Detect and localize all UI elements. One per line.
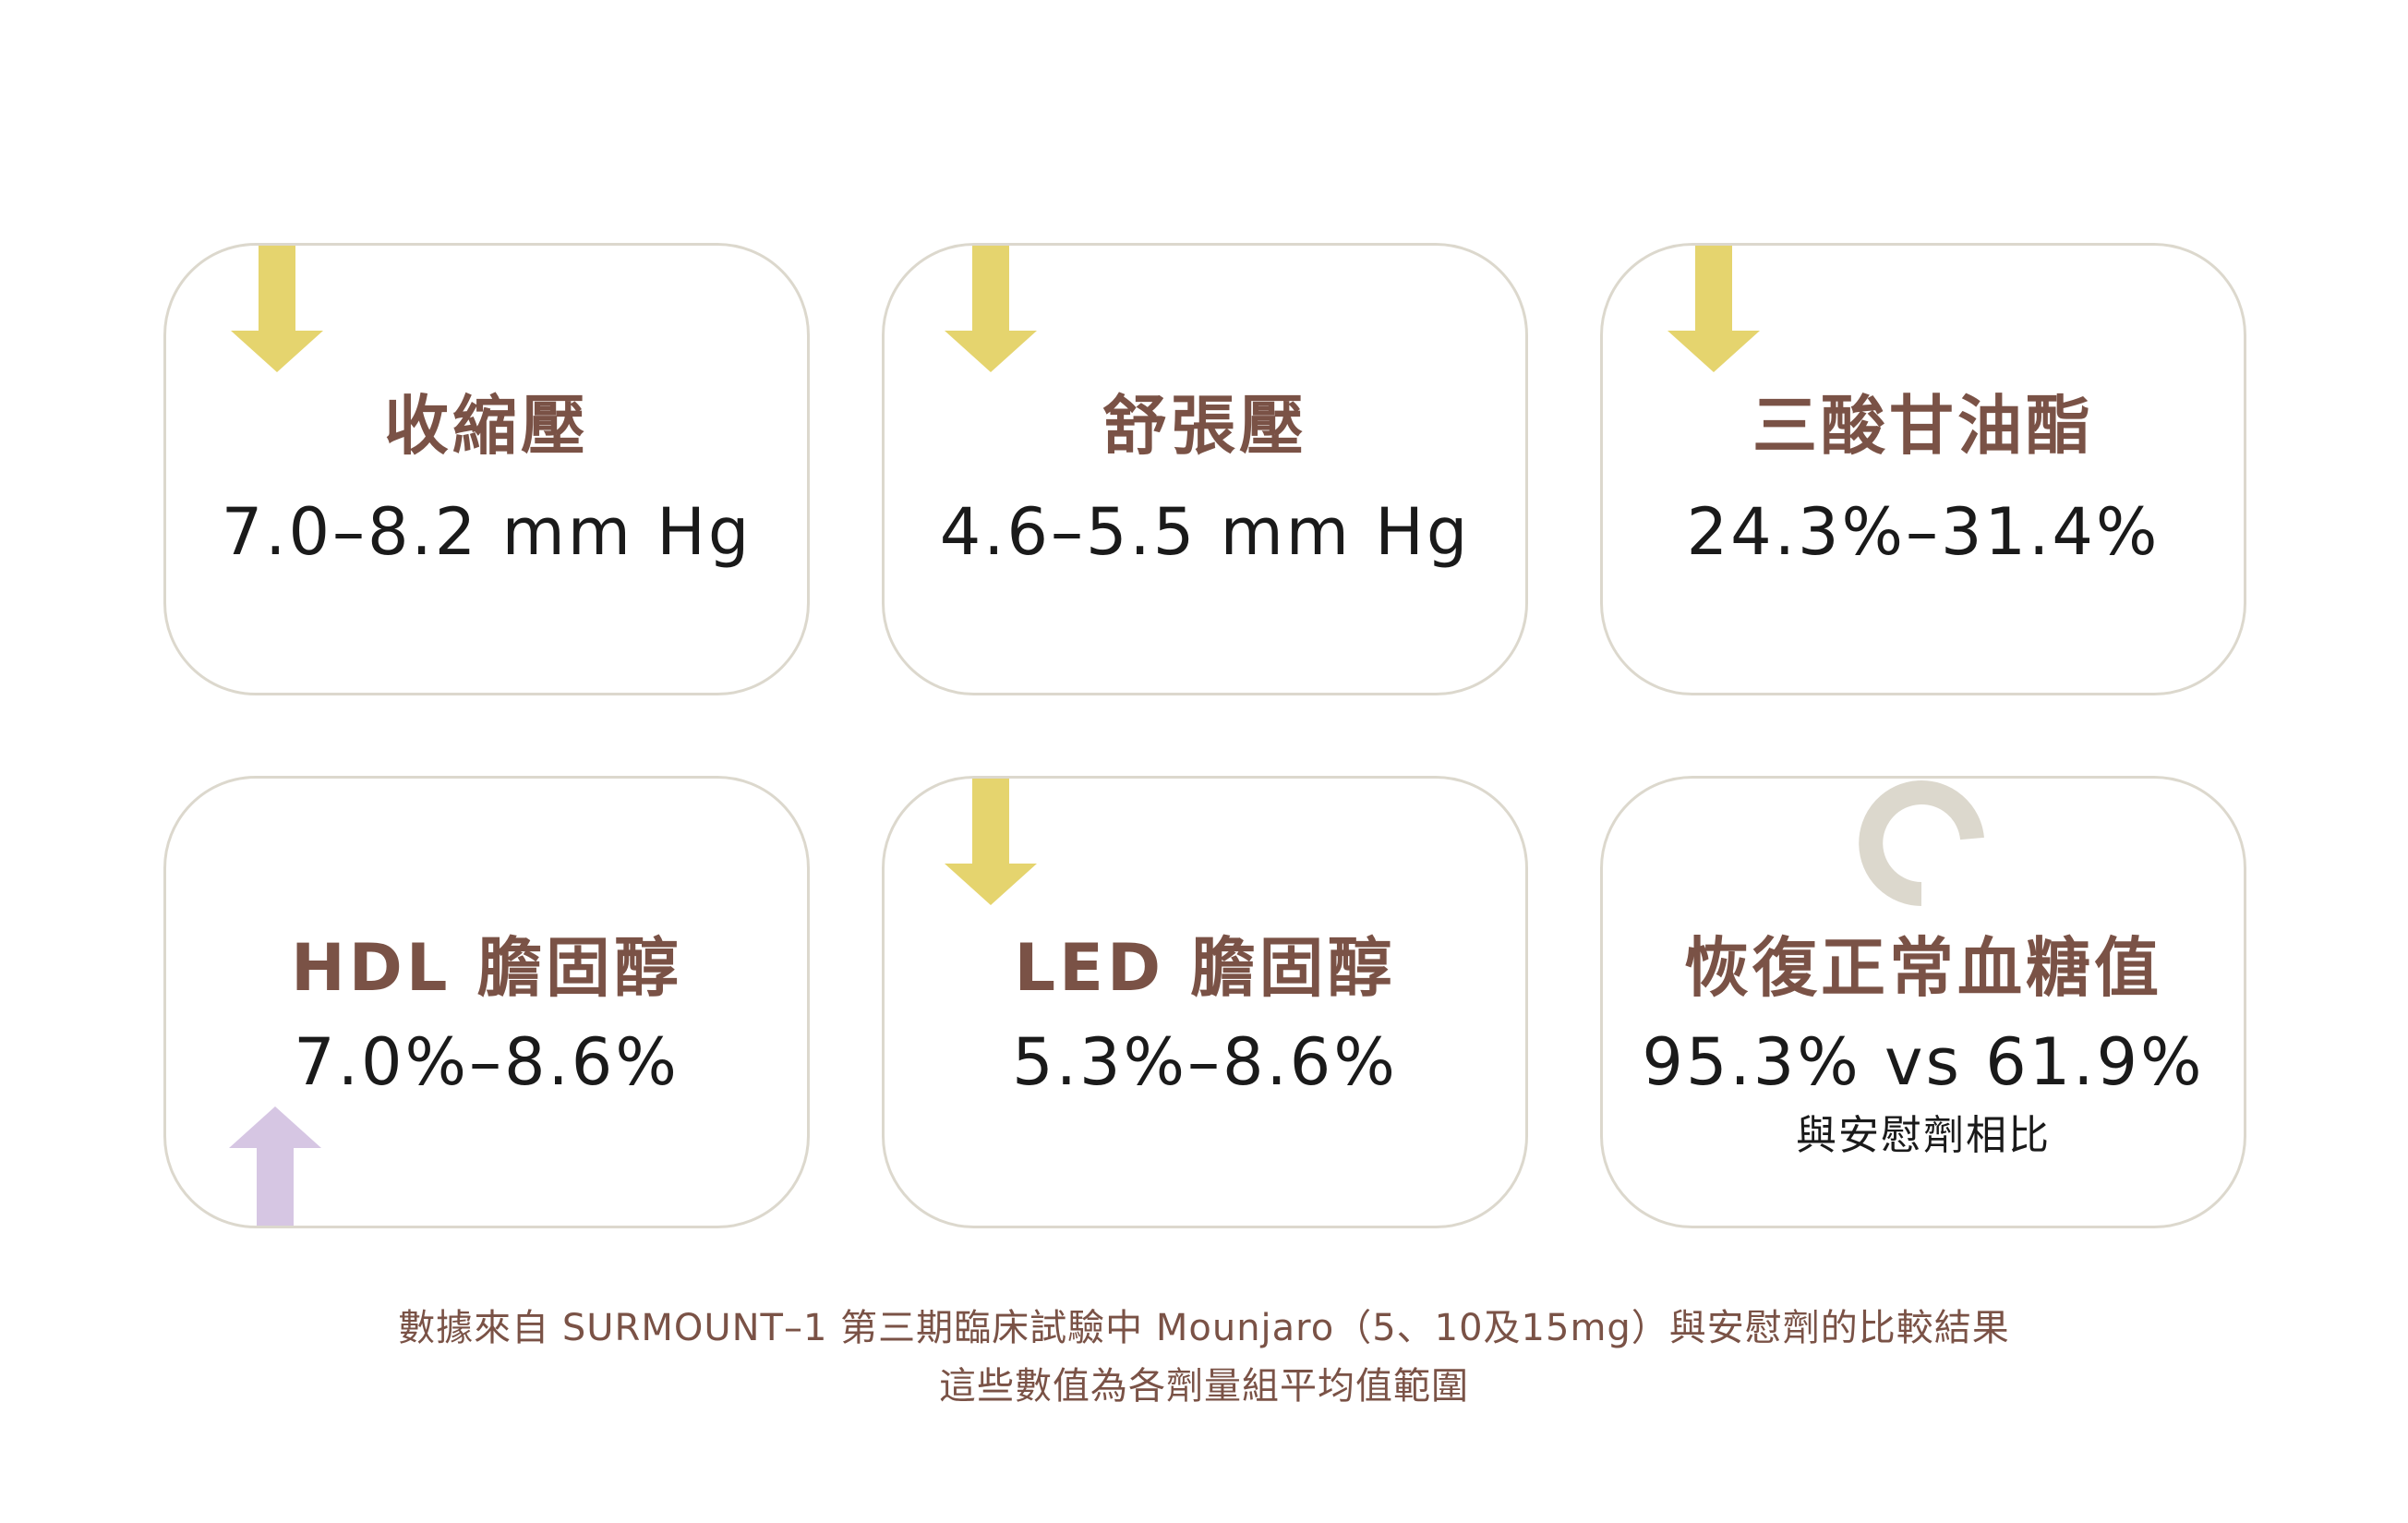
down-arrow-icon [945,779,1037,905]
metric-title: 恢復正常血糖值 [1684,930,2162,1006]
metric-card-glucose: 恢復正常血糖值 95.3% vs 61.9% 與安慰劑相比 [1600,776,2246,1228]
down-arrow-icon [945,246,1037,372]
metric-value: 7.0%–8.6% [294,1024,680,1100]
loading-spinner-icon [1859,780,1984,906]
metric-title: 三酸甘油酯 [1752,388,2094,464]
metric-card-systolic: 收縮壓 7.0–8.2 mm Hg [163,243,810,695]
metric-value: 95.3% vs 61.9% [1642,1024,2205,1100]
down-arrow-icon [1668,246,1760,372]
footnote-description: 這些數值為各劑量組平均值範圍 [939,1365,1469,1408]
up-arrow-icon [229,1106,321,1226]
metric-title: HDL 膽固醇 [291,930,682,1006]
metric-title: 收縮壓 [384,388,589,464]
metric-value: 5.3%–8.6% [1012,1024,1398,1100]
metric-card-triglycerides: 三酸甘油酯 24.3%–31.4% [1600,243,2246,695]
metric-title: 舒張壓 [1102,388,1307,464]
metric-note: 與安慰劑相比 [1796,1112,2051,1159]
metric-card-diastolic: 舒張壓 4.6–5.5 mm Hg [882,243,1528,695]
metric-card-led: LED 膽固醇 5.3%–8.6% [882,776,1528,1228]
metric-value: 7.0–8.2 mm Hg [221,494,752,570]
metric-title: LED 膽固醇 [1014,930,1396,1006]
metric-value: 24.3%–31.4% [1686,494,2161,570]
metric-value: 4.6–5.5 mm Hg [939,494,1471,570]
footnote-source: 數據來自 SURMOUNT–1 第三期臨床試驗中 Mounjaro（5、10及1… [398,1307,2010,1349]
down-arrow-icon [231,246,323,372]
metric-card-hdl: HDL 膽固醇 7.0%–8.6% [163,776,810,1228]
